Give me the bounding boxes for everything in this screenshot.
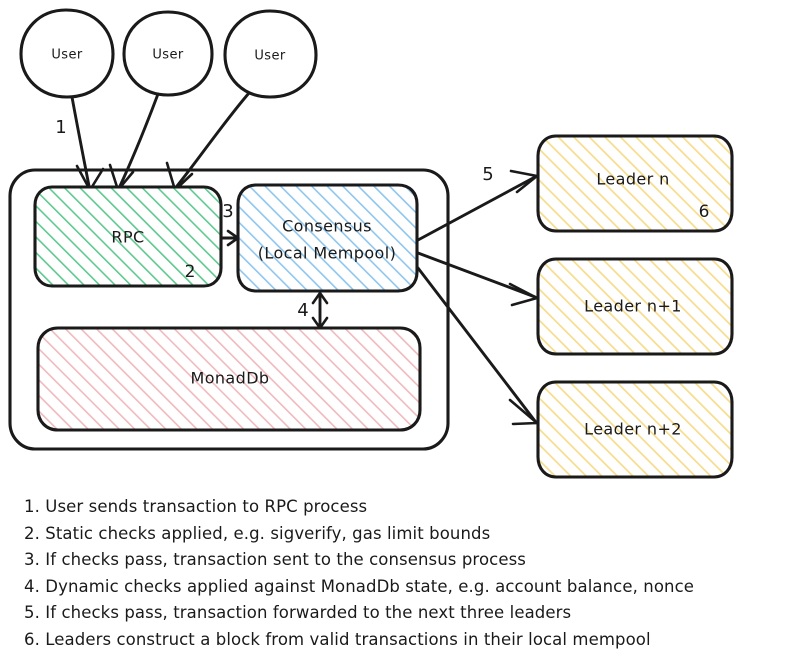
arrow-rpc-to-consensus	[220, 229, 240, 247]
leader-n-plus-2-label: Leader n+2	[584, 420, 682, 439]
consensus-box: Consensus (Local Mempool)	[236, 183, 419, 293]
leader-n-plus-2-box: Leader n+2	[536, 380, 734, 479]
arrow-user2-to-rpc	[108, 92, 160, 192]
leader-n-box: Leader n 6	[536, 134, 734, 233]
rpc-box: RPC 2	[33, 185, 223, 288]
edge-label-user-to-rpc: 1	[55, 117, 66, 138]
consensus-label-line2: (Local Mempool)	[258, 244, 396, 263]
arrow-user3-to-rpc	[165, 91, 251, 192]
leader-n-plus-1-label: Leader n+1	[584, 297, 682, 316]
monaddb-box: MonadDb	[36, 326, 422, 432]
user-label-3: User	[254, 49, 285, 64]
arrow-consensus-to-leader-n	[416, 169, 539, 242]
arrow-consensus-monaddb	[311, 291, 329, 330]
legend-item-4: 4. Dynamic checks applied against MonadD…	[24, 576, 695, 596]
user-label-2: User	[152, 48, 183, 63]
arrow-consensus-to-leader-n-plus-1	[416, 251, 539, 307]
leader-n-label: Leader n	[596, 170, 669, 189]
arrow-consensus-to-leader-n-plus-2	[416, 266, 539, 426]
leader-n-plus-1-box: Leader n+1	[536, 257, 734, 356]
user-node-3: User	[223, 9, 318, 99]
edge-label-consensus-to-monaddb: 4	[297, 300, 308, 321]
edge-label-consensus-to-leaders: 5	[482, 164, 493, 185]
monaddb-label: MonadDb	[191, 369, 270, 388]
legend-item-2: 2. Static checks applied, e.g. sigverify…	[24, 523, 491, 543]
user-node-1: User	[19, 8, 115, 99]
legend-item-6: 6. Leaders construct a block from valid …	[24, 629, 651, 649]
leader-n-step-number: 6	[699, 202, 710, 222]
legend-item-1: 1. User sends transaction to RPC process	[24, 497, 368, 516]
node-boundary-container	[8, 168, 450, 451]
rpc-label: RPC	[111, 228, 144, 247]
consensus-label-line1: Consensus	[282, 217, 372, 236]
arrow-user1-to-rpc	[70, 95, 105, 192]
rpc-step-number: 2	[185, 262, 196, 282]
legend-item-3: 3. If checks pass, transaction sent to t…	[24, 550, 526, 569]
user-node-2: User	[122, 10, 214, 97]
user-label-1: User	[51, 48, 82, 63]
edge-label-rpc-to-consensus: 3	[222, 201, 233, 222]
legend-list: 1. User sends transaction to RPC process…	[24, 494, 784, 653]
legend-item-5: 5. If checks pass, transaction forwarded…	[24, 603, 572, 622]
